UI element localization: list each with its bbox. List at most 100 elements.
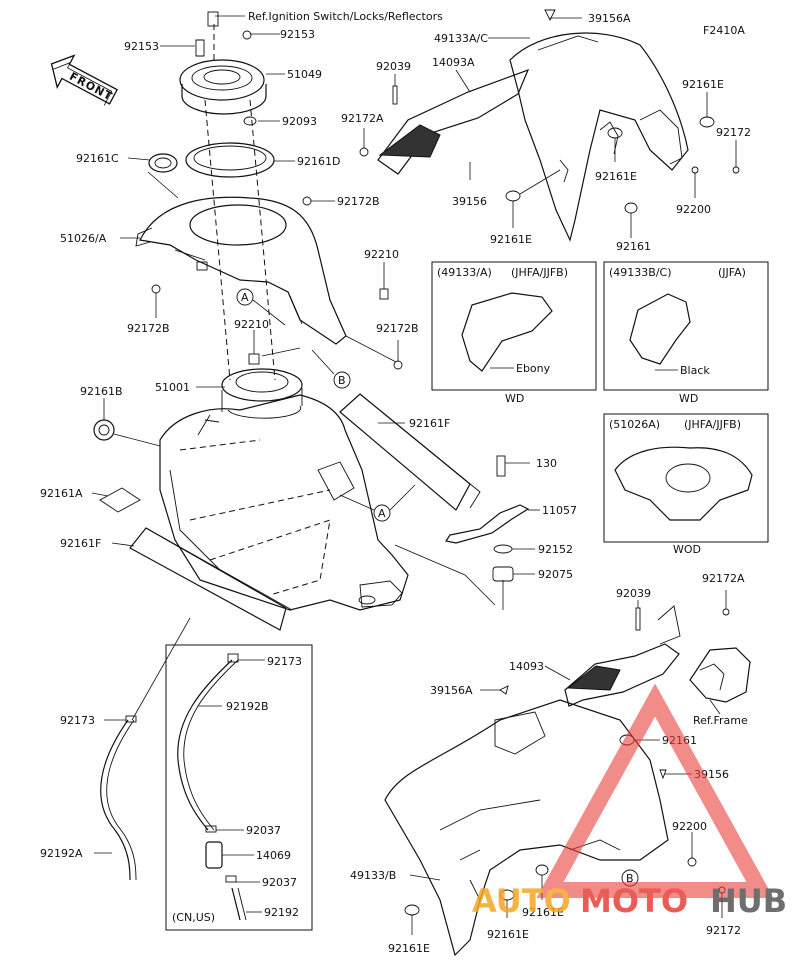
foam-92161f-lower — [129, 527, 287, 631]
label-92192b: 92192B — [226, 700, 269, 713]
label-14069: 14069 — [256, 849, 291, 862]
label-92173-left: 92173 — [60, 714, 95, 727]
inset-2-header-right: (JJFA) — [718, 266, 746, 279]
ring-92161c — [148, 153, 178, 173]
ref-note: Ref.Ignition Switch/Locks/Reflectors — [248, 10, 443, 23]
hose-kit-box: (CN,US) — [165, 644, 313, 931]
inset-3-header-left: (51026A) — [609, 418, 660, 431]
front-arrow-icon: FRONT — [50, 54, 118, 106]
inset-1-callout: Ebony — [516, 362, 551, 375]
cowl-49133ac — [509, 32, 689, 242]
inset-1-header-right: (JHFA/JJFB) — [511, 266, 568, 279]
label-92037-upper: 92037 — [246, 824, 281, 837]
label-92192a: 92192A — [40, 847, 83, 860]
bolt-130 — [496, 455, 506, 477]
label-39156a-lower: 39156A — [430, 684, 473, 697]
label-49133ac: 49133A/C — [434, 32, 488, 45]
ref-frame-bracket — [689, 647, 751, 703]
label-92172b-left: 92172B — [127, 322, 170, 335]
inset-2-header-left: (49133B/C) — [609, 266, 672, 279]
label-92161c: 92161C — [76, 152, 119, 165]
bolt-92153-left — [195, 39, 205, 57]
label-92173-box: 92173 — [267, 655, 302, 668]
cowl-49133b — [384, 699, 669, 957]
washer-92152 — [493, 544, 513, 554]
label-92161f-upper: 92161F — [409, 417, 450, 430]
label-92172-top: 92172 — [716, 126, 751, 139]
label-92075: 92075 — [538, 568, 573, 581]
hose-92192a — [100, 719, 131, 881]
label-92161e-lower2: 92161E — [487, 928, 529, 941]
label-92037-lower: 92037 — [262, 876, 297, 889]
inset-51026a: (51026A) (JHFA/JJFB) WOD — [603, 413, 769, 556]
inset-49133bc: (49133B/C) (JJFA) Black WD — [603, 261, 769, 405]
label-51026a: 51026/A — [60, 232, 107, 245]
seal-ring-92161d — [185, 142, 275, 178]
label-14093: 14093 — [509, 660, 544, 673]
diagram-code: F2410A — [703, 24, 745, 37]
label-11057: 11057 — [542, 504, 577, 517]
bracket-11057 — [445, 504, 530, 544]
label-92172-lower: 92172 — [706, 924, 741, 937]
ignition-cap-group — [160, 11, 285, 381]
label-130: 130 — [536, 457, 557, 470]
damper-92075 — [492, 566, 514, 582]
label-92153-right: 92153 — [280, 28, 315, 41]
label-92161f-lower: 92161F — [60, 537, 101, 550]
fuel-cap-51049 — [179, 59, 265, 101]
tank-cover-51026a — [135, 196, 347, 345]
clip-92210-right — [379, 288, 389, 300]
label-92161e-lower1: 92161E — [522, 906, 564, 919]
label-92172b-right: 92172B — [376, 322, 419, 335]
label-92192: 92192 — [264, 906, 299, 919]
label-92039-top: 92039 — [376, 60, 411, 73]
label-39156-top: 39156 — [452, 195, 487, 208]
label-92200-lower: 92200 — [672, 820, 707, 833]
label-92039-lower: 92039 — [616, 587, 651, 600]
label-92210-left: 92210 — [234, 318, 269, 331]
label-92172a-top: 92172A — [341, 112, 384, 125]
watermark-logo: AUTO MOTO HUB — [472, 683, 787, 920]
inset-49133a: (49133/A) (JHFA/JJFB) Ebony WD — [431, 261, 597, 405]
label-92161e-r1: 92161E — [682, 78, 724, 91]
callout-b-2: B — [626, 872, 634, 885]
foam-92161f-upper — [339, 393, 471, 511]
label-92152: 92152 — [538, 543, 573, 556]
clip-92210-left — [248, 353, 260, 365]
label-92161e-r2: 92161E — [595, 170, 637, 183]
callout-a-1: A — [241, 291, 249, 304]
callout-b-1: B — [338, 374, 346, 387]
label-92093: 92093 — [282, 115, 317, 128]
reflector-14093 — [564, 643, 680, 707]
inset-1-code: WD — [505, 392, 524, 405]
inset-2-callout: Black — [680, 364, 710, 377]
label-92161e-lower3: 92161E — [388, 942, 430, 955]
label-92210-right: 92210 — [364, 248, 399, 261]
pad-92161a — [99, 487, 141, 513]
label-39156a-top: 39156A — [588, 12, 631, 25]
label-92153-left: 92153 — [124, 40, 159, 53]
inset-2-code: WD — [679, 392, 698, 405]
label-92161d: 92161D — [297, 155, 340, 168]
part-labels: 92153 92153 51049 92093 92161C 92161D 92… — [40, 12, 751, 955]
label-92172a-lower: 92172A — [702, 572, 745, 585]
market-note: (CN,US) — [172, 911, 215, 924]
watermark-moto: MOTO — [580, 882, 688, 920]
inset-1-header-left: (49133/A) — [437, 266, 492, 279]
cap-bolt-top — [207, 11, 219, 27]
grommet-92161b — [93, 419, 115, 441]
watermark-auto: AUTO — [472, 882, 571, 920]
label-92200-top: 92200 — [676, 203, 711, 216]
gasket-92093 — [243, 116, 257, 126]
screw-92039-a — [392, 85, 398, 105]
label-92161-top: 92161 — [616, 240, 651, 253]
reflector-14093a — [377, 68, 530, 175]
label-14093a: 14093A — [432, 56, 475, 69]
label-49133b: 49133/B — [350, 869, 396, 882]
label-51001: 51001 — [155, 381, 190, 394]
filter-14069 — [205, 841, 223, 869]
label-92161b: 92161B — [80, 385, 123, 398]
label-92172b-top: 92172B — [337, 195, 380, 208]
screw-92153-right — [242, 30, 252, 40]
